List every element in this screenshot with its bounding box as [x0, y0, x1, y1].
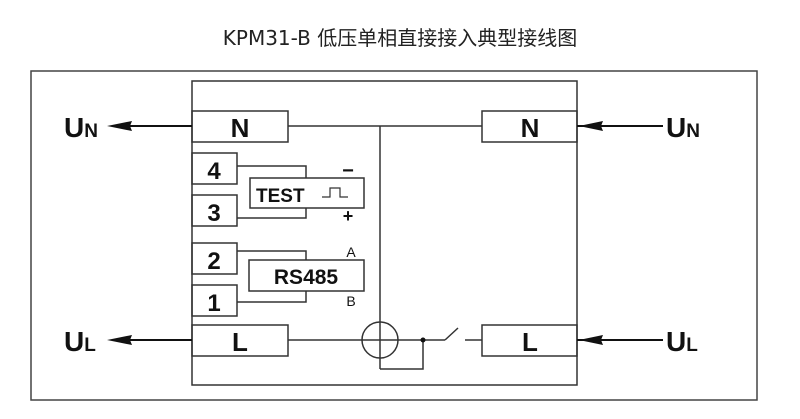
wire-1-rs485 — [237, 291, 307, 303]
wire-2-rs485 — [237, 250, 307, 260]
test-plus-label: + — [343, 206, 354, 226]
terminal-1-label: 1 — [207, 290, 220, 317]
label-ul-right: UL — [666, 326, 698, 357]
arrow-ul-left-icon — [107, 335, 132, 345]
terminal-l-right-label: L — [522, 327, 538, 357]
diagram-title: KPM31-B 低压单相直接接入典型接线图 — [222, 26, 578, 50]
rs485-b-label: B — [346, 293, 355, 309]
outer-frame — [30, 70, 758, 401]
terminal-1 — [191, 284, 238, 317]
terminal-2 — [191, 242, 238, 275]
rs485-label: RS485 — [274, 266, 339, 289]
terminal-4-label: 4 — [207, 158, 221, 185]
terminal-3-label: 3 — [207, 200, 220, 227]
label-un-right: UN — [666, 112, 700, 143]
test-module-box — [249, 177, 365, 209]
terminal-n-right-label: N — [521, 113, 540, 143]
arrow-un-left-icon — [107, 121, 132, 131]
meter-body — [191, 80, 578, 386]
wire-3-test — [237, 208, 307, 219]
terminal-4 — [191, 152, 238, 185]
label-un-left: UN — [64, 112, 98, 143]
terminal-n-left-label: N — [231, 113, 250, 143]
switch-contact-icon — [444, 327, 459, 341]
label-ul-left: UL — [64, 326, 96, 357]
terminal-2-label: 2 — [207, 248, 220, 275]
terminal-l-left-label: L — [232, 327, 248, 357]
pulse-icon — [322, 187, 348, 198]
test-label: TEST — [256, 186, 305, 207]
terminal-3 — [191, 194, 238, 227]
test-minus-label: − — [342, 160, 354, 182]
current-sensor-icon — [361, 321, 399, 359]
wire-sensor-loop — [380, 340, 424, 370]
rs485-a-label: A — [346, 244, 356, 260]
arrow-ul-right-icon — [579, 335, 603, 345]
wire-4-test — [237, 165, 307, 178]
arrow-un-right-icon — [579, 121, 603, 131]
junction-dot — [420, 337, 426, 343]
